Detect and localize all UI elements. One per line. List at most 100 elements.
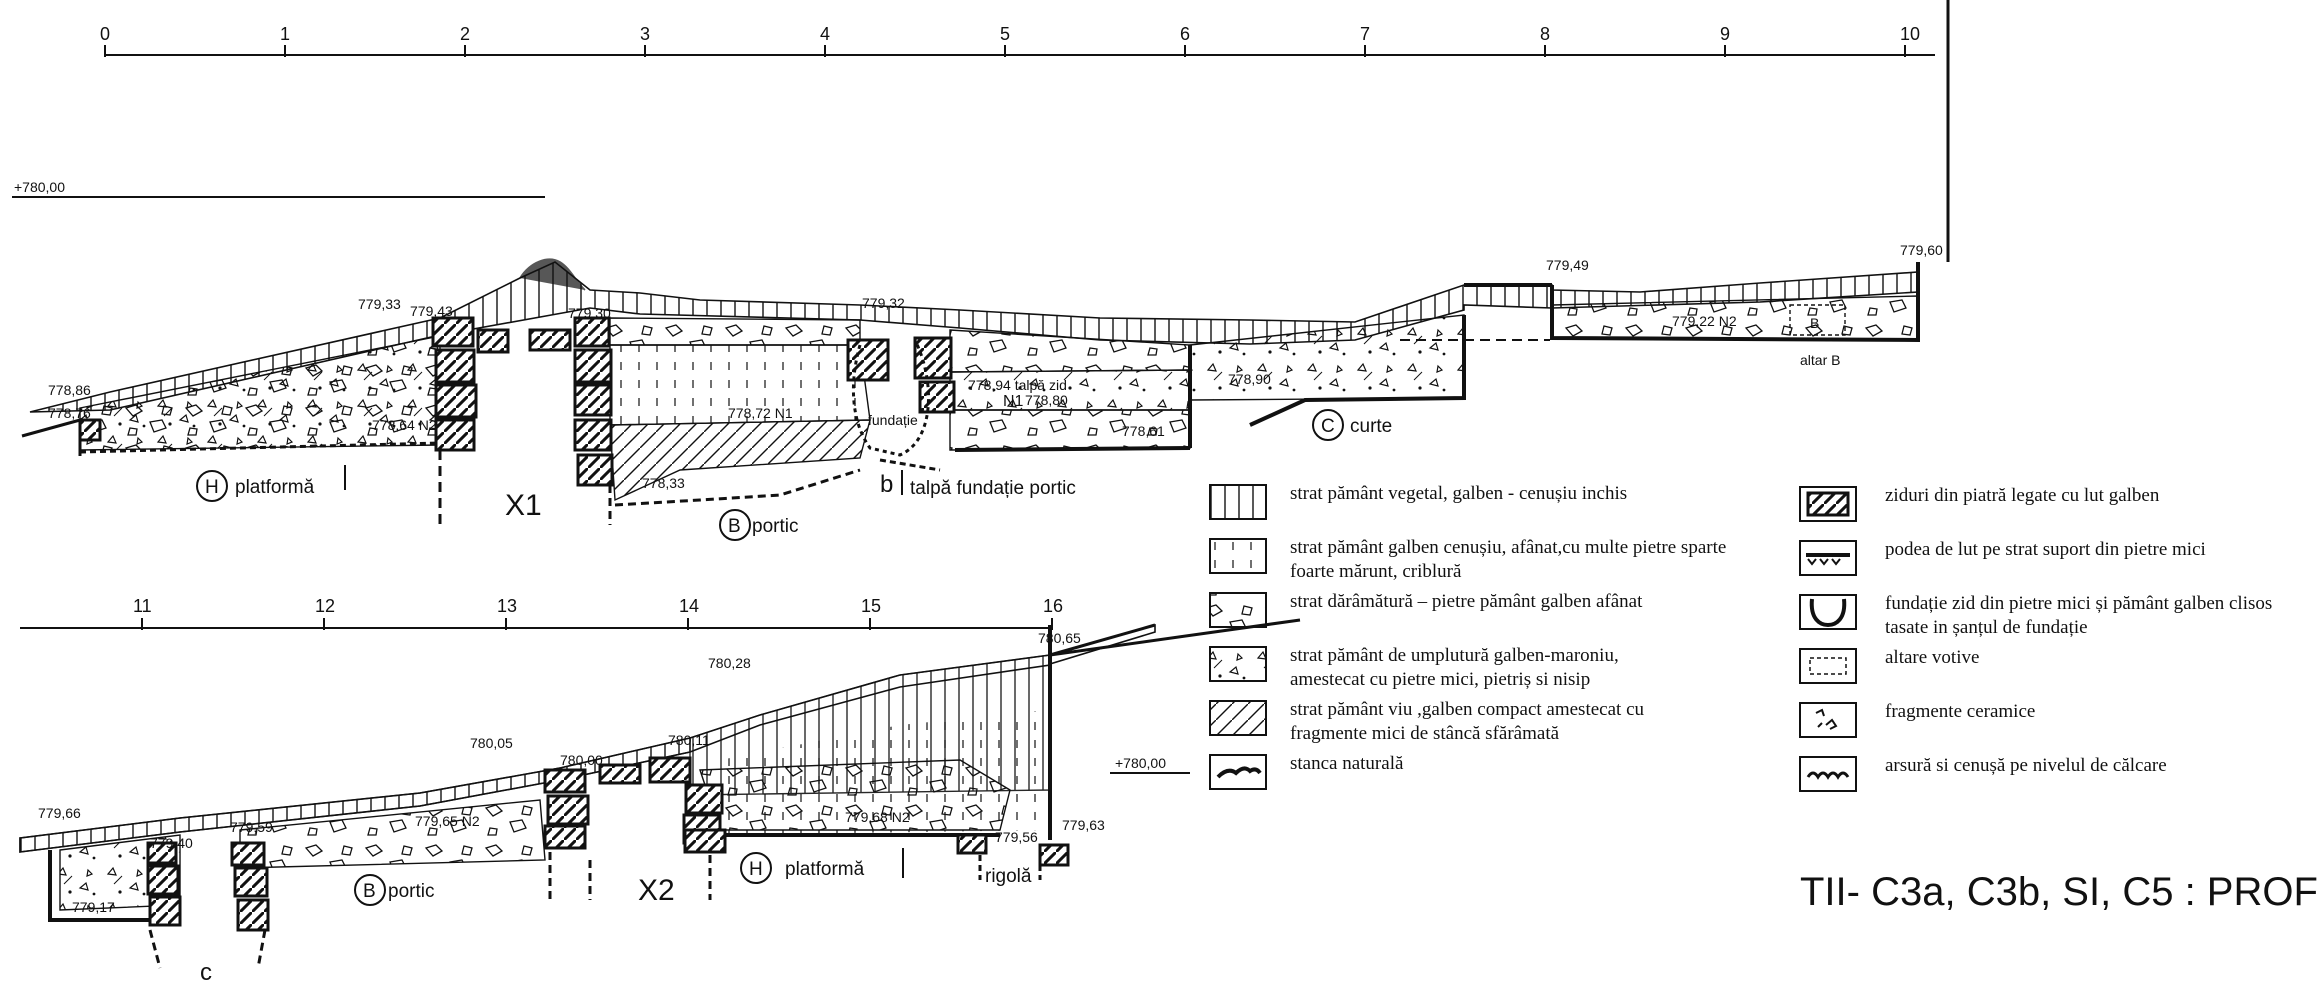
walls-bottom	[146, 756, 1070, 932]
label-b-marker: b	[880, 471, 893, 498]
top-tick-label: 6	[1180, 24, 1190, 44]
label-rigola: rigolă	[985, 866, 1032, 887]
top-tick-label: 0	[100, 24, 110, 44]
elev-778-86: 778,86	[48, 382, 91, 398]
legend-text: arsură si cenușă pe nivelul de călcare	[1885, 755, 2167, 776]
legend-item: arsură si cenușă pe nivelul de călcare	[1799, 755, 2167, 792]
datum-bottom: +780,00	[1110, 755, 1190, 774]
elevations-bottom: 779,66 779,40 779,59 780,05 779,65 N2 78…	[38, 630, 1105, 915]
bottom-tick-label: 14	[679, 596, 699, 616]
elev-780-00: 780,00	[560, 752, 603, 768]
elev-779-65: 779,65 N2	[415, 813, 480, 829]
legend-item: ziduri din piatră legate cu lut galben	[1799, 485, 2160, 522]
legend-swatch-altar	[1799, 648, 1857, 684]
elev-780-05: 780,05	[470, 735, 513, 751]
elev-779-30: 779,30	[568, 305, 611, 321]
top-tick-label: 2	[460, 24, 470, 44]
elev-779-40: 779,40	[150, 835, 193, 851]
label-b-bottom: B	[363, 881, 376, 902]
label-h-top: H	[205, 477, 219, 498]
label-altar-b: altar B	[1800, 352, 1840, 368]
legend-item: altare votive	[1799, 647, 1979, 684]
legend-text: strat pământ vegetal, galben - cenușiu i…	[1290, 483, 1627, 504]
datum-top: +780,00	[12, 179, 545, 198]
elev-779-68: 779,68 N2	[845, 809, 910, 825]
label-x2: X2	[638, 874, 675, 907]
legend-item: strat pământ galben cenușiu, afânat,cu m…	[1209, 537, 1726, 582]
legend-right: ziduri din piatră legate cu lut galben po…	[1799, 485, 2272, 792]
elev-778-90: 778,90	[1228, 371, 1271, 387]
bottom-tick-label: 15	[861, 596, 881, 616]
elev-779-17: 779,17	[72, 899, 115, 915]
labels-bottom: B portic X2 H platformă rigolă c	[200, 848, 1032, 986]
legend-text: stanca naturală	[1290, 753, 1404, 774]
label-platforma-bottom: platformă	[785, 859, 865, 880]
top-tick-label: 3	[640, 24, 650, 44]
legend-item: fragmente ceramice	[1799, 701, 2035, 738]
altar-mark	[1809, 657, 1847, 675]
label-c-lower: c	[200, 959, 212, 986]
legend-item: fundație zid din pietre mici și pământ g…	[1799, 593, 2272, 638]
legend-swatch-vertical-lines	[1209, 484, 1267, 520]
legend-text: fragmente ceramice	[1885, 701, 2035, 722]
elev-779-22: 779,22 N2	[1672, 313, 1737, 329]
legend-item: strat pământ viu ,galben compact amestec…	[1209, 699, 1644, 744]
bottom-tick-label: 12	[315, 596, 335, 616]
elev-779-60: 779,60	[1900, 242, 1943, 258]
bottom-tick-label: 11	[133, 596, 152, 616]
legend-swatch-fill-triangles	[1209, 646, 1267, 682]
label-talpa: talpă fundație portic	[910, 478, 1076, 499]
elev-779-49: 779,49	[1546, 257, 1589, 273]
legend-swatch-diagonal	[1209, 700, 1267, 736]
elevations-top: 778,86 778,76 779,33 779,43 779,30 779,3…	[48, 242, 1943, 491]
elev-779-66: 779,66	[38, 805, 81, 821]
wall-mark	[1806, 491, 1850, 517]
bottom-tick-label: 13	[497, 596, 517, 616]
elev-778-72: 778,72 N1	[728, 405, 793, 421]
datum-bottom-label: +780,00	[1115, 755, 1166, 771]
legend-text: amestecat cu pietre mici, pietriș si nis…	[1290, 669, 1590, 690]
legend-text: strat pământ viu ,galben compact amestec…	[1290, 699, 1644, 720]
bottom-scale: 11 12 13 14 15 16	[20, 596, 1063, 630]
top-profile	[21, 258, 1920, 525]
legend-item: strat pământ vegetal, galben - cenușiu i…	[1209, 483, 1627, 520]
label-c-circle: C	[1321, 416, 1335, 437]
elev-778-64: 778,64 N2	[372, 417, 437, 433]
label-portic-top: portic	[752, 516, 798, 537]
foundation-mark	[1809, 598, 1847, 628]
legend-item: strat dărâmătură – pietre pământ galben …	[1209, 591, 1643, 628]
label-platforma-top: platformă	[235, 477, 315, 498]
legend-text: strat pământ galben cenușiu, afânat,cu m…	[1290, 537, 1726, 558]
legend-text: podea de lut pe strat suport din pietre …	[1885, 539, 2206, 560]
label-h-bottom: H	[749, 859, 763, 880]
elev-779-43: 779,43	[410, 303, 453, 319]
legend-text: fundație zid din pietre mici și pământ g…	[1885, 593, 2272, 614]
top-tick-label: 7	[1360, 24, 1370, 44]
floor-stones	[1807, 558, 1841, 566]
elev-778-33: 778,33	[642, 475, 685, 491]
label-b-small: B	[1810, 315, 1819, 331]
top-tick-label: 8	[1540, 24, 1550, 44]
legend-left: strat pământ vegetal, galben - cenușiu i…	[1209, 483, 1726, 790]
rock-mark	[1216, 766, 1262, 779]
elev-778-94: 778,94 talpă zid	[968, 377, 1067, 393]
legend-text: foarte mărunt, criblură	[1290, 561, 1462, 582]
elev-780-28: 780,28	[708, 655, 751, 671]
legend-text: altare votive	[1885, 647, 1979, 668]
top-tick-label: 10	[1900, 24, 1920, 44]
legend-text: strat dărâmătură – pietre pământ galben …	[1290, 591, 1643, 612]
legend-text: fragmente mici de stâncă sfărâmată	[1290, 723, 1560, 744]
label-n1: N1	[1003, 393, 1024, 410]
legend-text: tasate in șanțul de fundație	[1885, 617, 2088, 638]
legend-swatch-stones	[1209, 592, 1267, 628]
ceramic-mark	[1815, 708, 1838, 730]
bottom-tick-label: 16	[1043, 596, 1063, 616]
legend-text: ziduri din piatră legate cu lut galben	[1885, 485, 2160, 506]
burn-mark	[1806, 771, 1850, 780]
label-curte: curte	[1350, 416, 1392, 437]
bottom-profile	[19, 618, 1301, 969]
elev-778-80: 778,80	[1025, 392, 1068, 408]
elev-779-33: 779,33	[358, 296, 401, 312]
figure-title: TII- C3a, C3b, SI, C5 : PROFIL ESTIC	[1800, 870, 2320, 914]
